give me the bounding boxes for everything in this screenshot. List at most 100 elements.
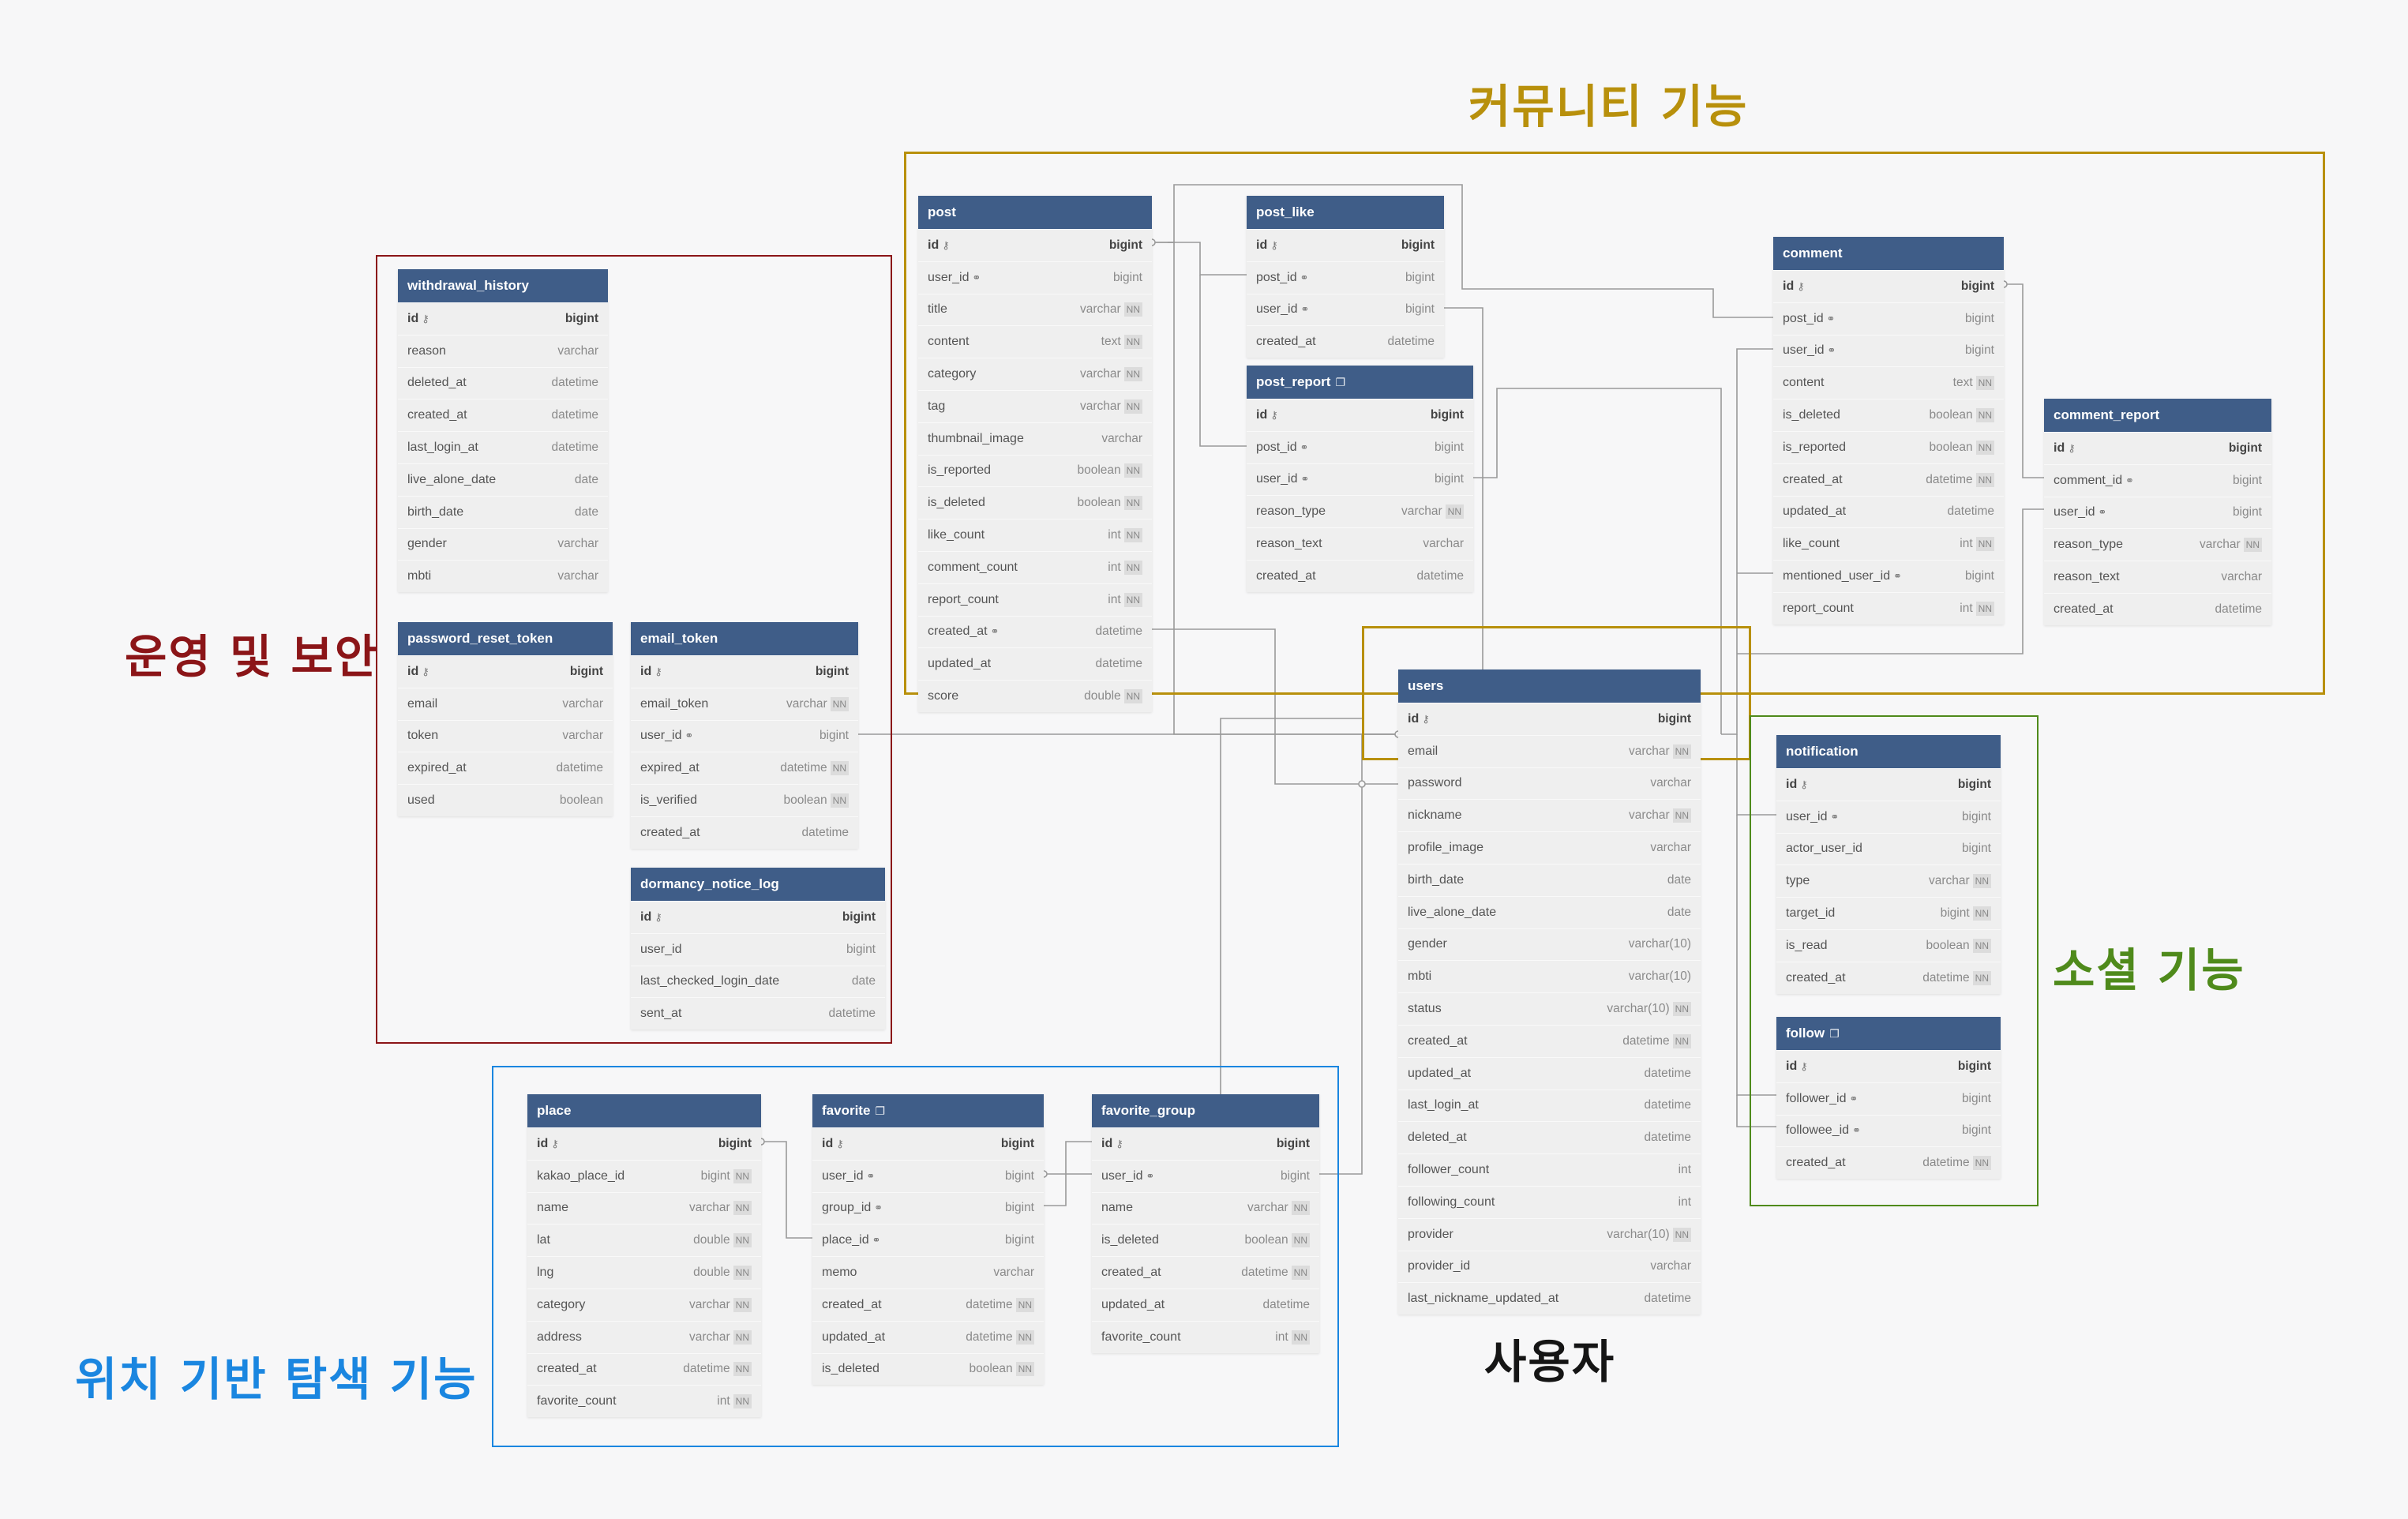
column-row-user-id[interactable]: user_id⚭bigint — [631, 719, 858, 752]
table-header[interactable]: dormancy_notice_log — [631, 868, 885, 901]
column-row-place-id[interactable]: place_id⚭bigint — [812, 1224, 1044, 1256]
table-header[interactable]: withdrawal_history — [398, 269, 608, 302]
column-row-id[interactable]: id⚷bigint — [631, 901, 885, 933]
table-header[interactable]: favorite❐ — [812, 1094, 1044, 1127]
column-row-user-id[interactable]: user_id⚭bigint — [918, 261, 1152, 294]
table-header[interactable]: follow❐ — [1776, 1017, 2001, 1050]
column-row-id[interactable]: id⚷bigint — [398, 302, 608, 335]
table-header[interactable]: password_reset_token — [398, 622, 613, 655]
column-row-id[interactable]: id⚷bigint — [1398, 703, 1701, 735]
column-row-id[interactable]: id⚷bigint — [527, 1127, 761, 1160]
table-header[interactable]: email_token — [631, 622, 858, 655]
column-row-id[interactable]: id⚷bigint — [1773, 270, 2004, 302]
table-header[interactable]: users — [1398, 669, 1701, 703]
table-header[interactable]: favorite_group — [1092, 1094, 1319, 1127]
column-row-id[interactable]: id⚷bigint — [631, 655, 858, 688]
column-row-id[interactable]: id⚷bigint — [1247, 229, 1444, 261]
column-row-created-at[interactable]: created_at⚭datetime — [918, 615, 1152, 648]
column-row-post-id[interactable]: post_id⚭bigint — [1247, 430, 1473, 463]
column-row-user-id[interactable]: user_id⚭bigint — [2044, 496, 2271, 529]
note-icon[interactable]: ❐ — [875, 1105, 885, 1117]
column-row-user-id[interactable]: user_id⚭bigint — [1247, 293, 1444, 326]
column-row-user-id[interactable]: user_id⚭bigint — [1092, 1159, 1319, 1192]
column-row-post-id[interactable]: post_id⚭bigint — [1773, 302, 2004, 335]
table-header[interactable]: post — [918, 196, 1152, 229]
column-row-user-id[interactable]: user_id⚭bigint — [812, 1159, 1044, 1192]
column-row-id[interactable]: id⚷bigint — [2044, 432, 2271, 464]
column-row-mentioned-user-id[interactable]: mentioned_user_id⚭bigint — [1773, 560, 2004, 592]
column-row-id[interactable]: id⚷bigint — [1247, 399, 1473, 431]
column-row-id[interactable]: id⚷bigint — [1776, 1050, 2001, 1082]
column-row-followee-id[interactable]: followee_id⚭bigint — [1776, 1114, 2001, 1147]
note-icon[interactable]: ❐ — [1335, 376, 1346, 388]
